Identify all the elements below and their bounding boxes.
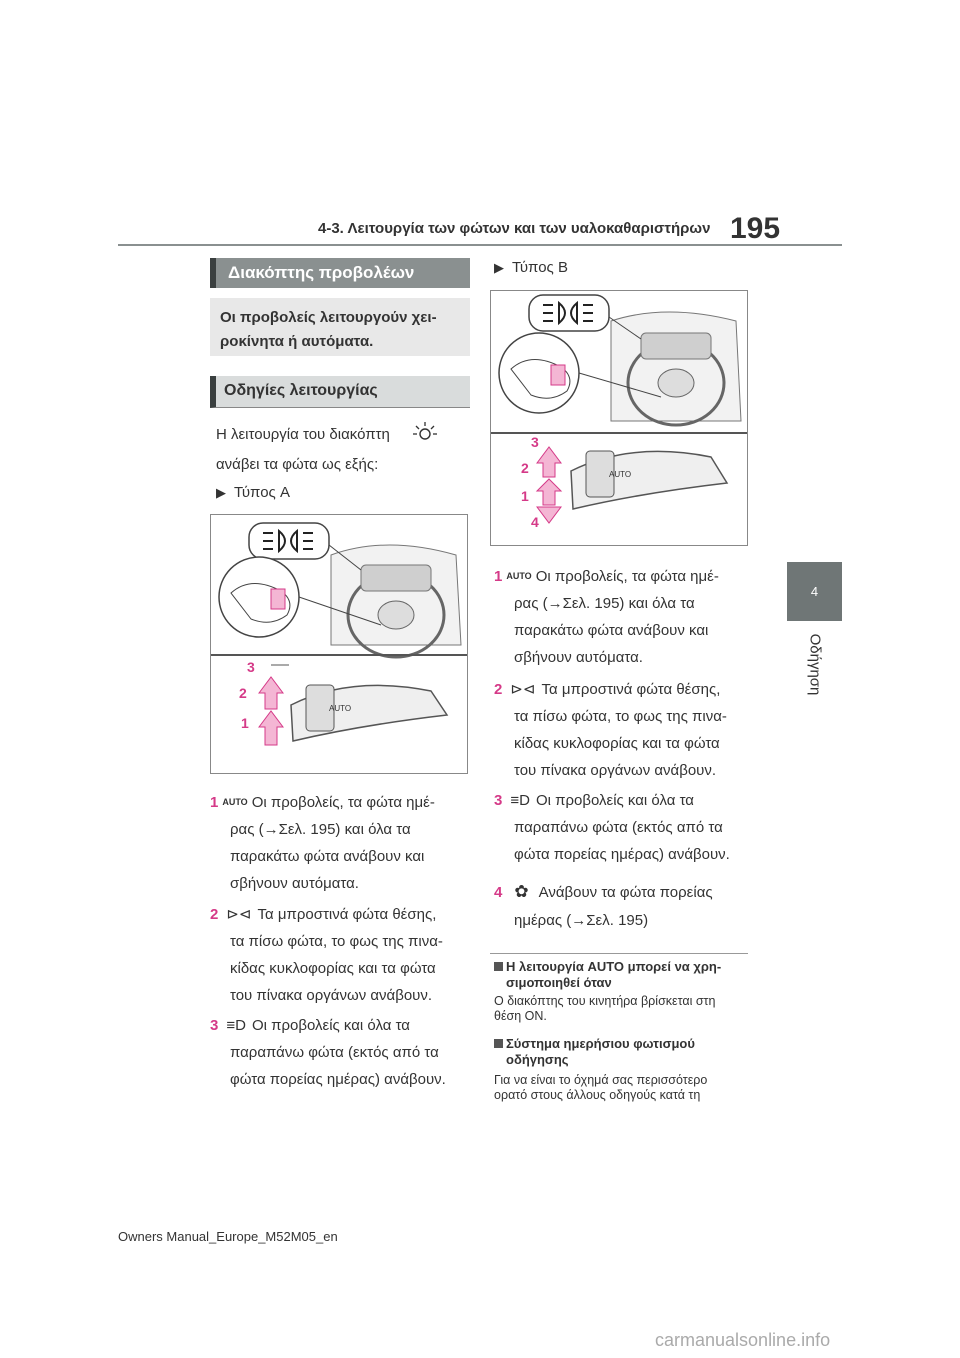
svg-text:2: 2: [239, 685, 247, 701]
chapter-label: Οδήγηση: [806, 633, 824, 696]
headlight-switch-icon: [413, 422, 437, 440]
footer-text: Owners Manual_Europe_M52M05_en: [118, 1229, 338, 1244]
body-line-1: Η λειτουργία του διακόπτη: [216, 426, 390, 443]
sub-heading: Οδηγίες λειτουργίας: [210, 376, 470, 408]
auto-icon: AUTO: [222, 797, 248, 807]
figure-type-b: AUTO 3 2 1 4: [490, 290, 748, 546]
watermark: carmanualsonline.info: [655, 1330, 831, 1350]
intro-text: Οι προβολείς λειτουργούν χει-ροκίνητα ή …: [220, 309, 437, 350]
right-item-4: 4✿Ανάβουν τα φώτα πορείας ημέρας (→Σελ. …: [494, 882, 713, 929]
note-drl: Σύστημα ημερήσιου φωτισμού οδήγησης Για …: [494, 1036, 756, 1103]
figure-b-illustration: AUTO 3 2 1 4: [491, 294, 747, 530]
headlights-icon: ≡D: [226, 1017, 246, 1034]
square-bullet-icon: [494, 1039, 503, 1048]
svg-text:AUTO: AUTO: [609, 470, 631, 479]
auto-icon: AUTO: [506, 571, 532, 581]
triangle-bullet-icon: ▶: [216, 485, 226, 500]
body-line-2: ανάβει τα φώτα ως εξής:: [216, 456, 379, 473]
type-a-label: ▶Τύπος A: [216, 484, 290, 501]
chapter-tab: 4: [787, 562, 842, 621]
intro-box: Οι προβολείς λειτουργούν χει-ροκίνητα ή …: [210, 298, 470, 356]
figure-a-illustration: AUTO 3 2 1: [211, 522, 467, 746]
figure-type-a: AUTO 3 2 1: [210, 514, 468, 774]
svg-text:3: 3: [531, 434, 539, 450]
svg-text:1: 1: [521, 488, 529, 504]
note-title: Σύστημα ημερήσιου φωτισμού: [494, 1036, 756, 1052]
parking-lights-icon: ⊳⊲: [510, 681, 536, 698]
square-bullet-icon: [494, 962, 503, 971]
header-rule: [118, 244, 842, 246]
svg-text:AUTO: AUTO: [329, 704, 351, 713]
main-heading: Διακόπτης προβολέων: [210, 258, 470, 288]
section-title: 4-3. Λειτουργία των φώτων και των υαλοκα…: [318, 220, 711, 237]
note-title: Η λειτουργία AUTO μπορεί να χρη-: [494, 959, 756, 975]
svg-text:4: 4: [531, 514, 539, 530]
headlights-icon: ≡D: [510, 792, 530, 809]
right-item-2: 2⊳⊲Τα μπροστινά φώτα θέσης, τα πίσω φώτα…: [494, 681, 727, 779]
svg-text:3: 3: [247, 659, 255, 675]
headlights-icon: [263, 528, 313, 554]
notes-divider: [490, 953, 748, 954]
triangle-bullet-icon: ▶: [494, 260, 504, 275]
left-item-2: 2⊳⊲Τα μπροστινά φώτα θέσης, τα πίσω φώτα…: [210, 906, 443, 1004]
drl-icon: ✿: [514, 882, 529, 901]
type-b-label: ▶Τύπος B: [494, 259, 568, 276]
page-number: 195: [730, 212, 781, 245]
svg-text:1: 1: [241, 715, 249, 731]
parking-lights-icon: ⊳⊲: [226, 906, 252, 923]
note-auto: Η λειτουργία AUTO μπορεί να χρη- σιμοποι…: [494, 959, 756, 1024]
svg-text:2: 2: [521, 460, 529, 476]
